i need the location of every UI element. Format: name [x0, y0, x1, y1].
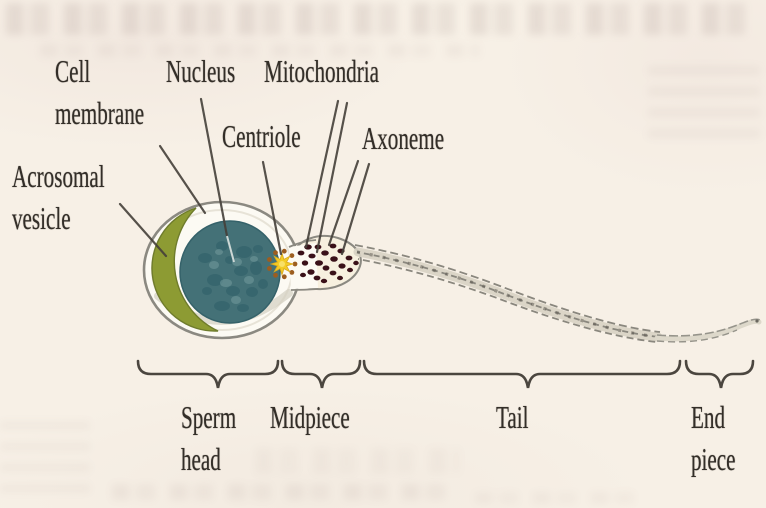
brace-midpiece [280, 359, 362, 389]
centriole-ring-dots [267, 248, 298, 280]
neck-edge-bottom [290, 288, 319, 291]
label-end-piece-line1: End [691, 399, 726, 435]
leader-line-nucleus-inner [226, 235, 235, 263]
leader-line-cell-membrane [158, 144, 207, 215]
label-cell-membrane: Cell membrane [55, 51, 144, 134]
label-acrosomal-vesicle-line2: vesicle [12, 199, 71, 236]
leader-line-mitochondria-2 [315, 101, 349, 254]
end-piece-shape [654, 318, 762, 343]
leader-line-acrosomal-vesicle [118, 202, 168, 258]
label-nucleus: Nucleus [166, 53, 236, 89]
neck-edge-top [288, 239, 317, 248]
neck-bridge [289, 243, 318, 289]
centriole-core [279, 261, 285, 267]
label-centriole: Centriole [222, 118, 301, 154]
label-sperm-head-line1: Sperm [181, 399, 237, 435]
label-cell-membrane-line1: Cell [55, 53, 91, 89]
label-midpiece: Midpiece [270, 399, 350, 435]
leader-line-axoneme-1 [327, 159, 360, 247]
nucleus-shape [179, 220, 281, 324]
tail-fiber [354, 244, 661, 333]
centriole-starburst [267, 248, 298, 280]
label-cell-membrane-line2: membrane [55, 94, 145, 131]
tail-tube [353, 247, 663, 342]
nucleus-speckles [198, 241, 268, 312]
leader-line-axoneme-2 [340, 162, 371, 256]
label-axoneme: Axoneme [362, 120, 445, 156]
label-end-piece: End piece [691, 397, 736, 480]
label-acrosomal-vesicle: Acrosomal vesicle [12, 156, 105, 239]
tail-fiber [356, 251, 660, 338]
brace-tail [362, 359, 682, 389]
label-tail: Tail [496, 399, 529, 435]
label-acrosomal-vesicle-line1: Acrosomal [12, 158, 105, 194]
brace-sperm-head [136, 359, 280, 389]
leader-line-nucleus [199, 97, 229, 238]
tail-fiber [357, 258, 658, 343]
brace-end-piece [684, 359, 755, 389]
label-end-piece-line2: piece [691, 440, 736, 477]
label-mitochondria: Mitochondria [264, 53, 379, 89]
acrosomal-vesicle-shape [151, 207, 219, 332]
label-sperm-head: Sperm head [181, 397, 236, 480]
leader-line-centriole [261, 160, 283, 256]
leader-line-mitochondria-1 [304, 99, 340, 249]
label-sperm-head-line2: head [181, 440, 221, 477]
